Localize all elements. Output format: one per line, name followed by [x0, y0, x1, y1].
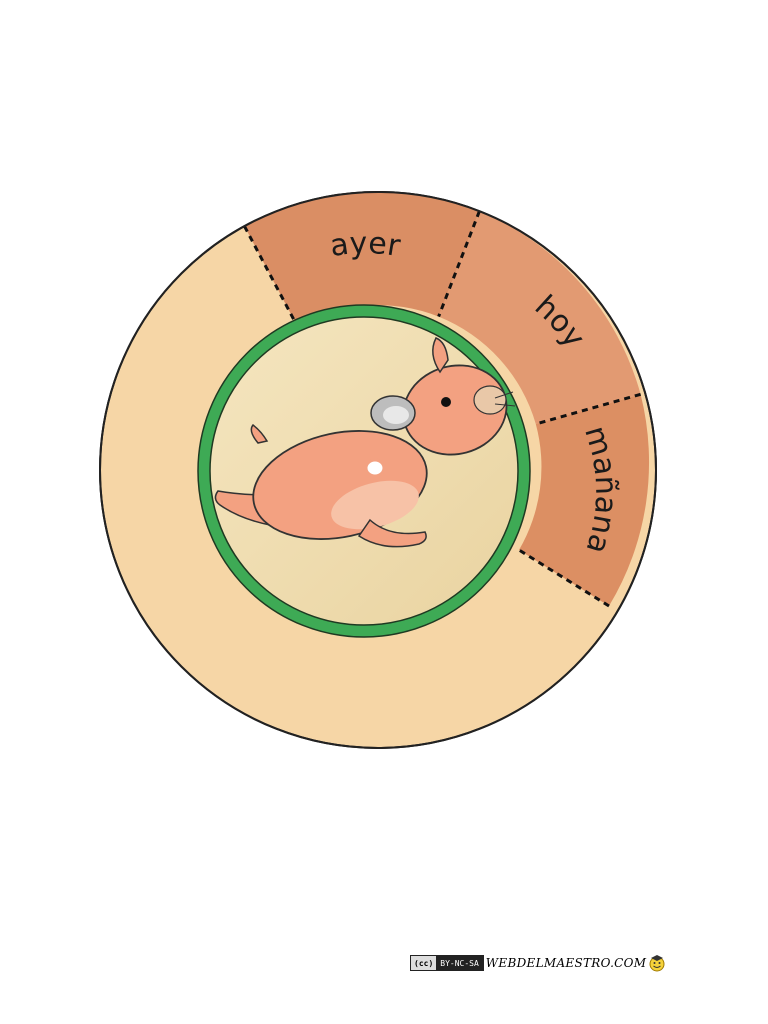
cc-mark: (cc): [411, 956, 437, 970]
segment-manana: [519, 394, 650, 606]
segment-dividers: [243, 210, 642, 608]
site-name: WEBDELMAESTRO.COM: [485, 956, 647, 970]
credit-footer: (cc) BY-NC-SA WEBDELMAESTRO.COM: [410, 953, 666, 973]
hamster-illustration: [214, 337, 516, 548]
smiley-graduate-icon: [649, 955, 665, 972]
label-ayer-text: ayer: [328, 226, 403, 264]
segment-hoy: [438, 211, 641, 424]
cc-license-badge: (cc) BY-NC-SA: [410, 955, 484, 971]
label-ayer: ayer: [328, 226, 403, 264]
segment-ayer: [244, 192, 480, 327]
cc-license-text: BY-NC-SA: [440, 958, 479, 968]
